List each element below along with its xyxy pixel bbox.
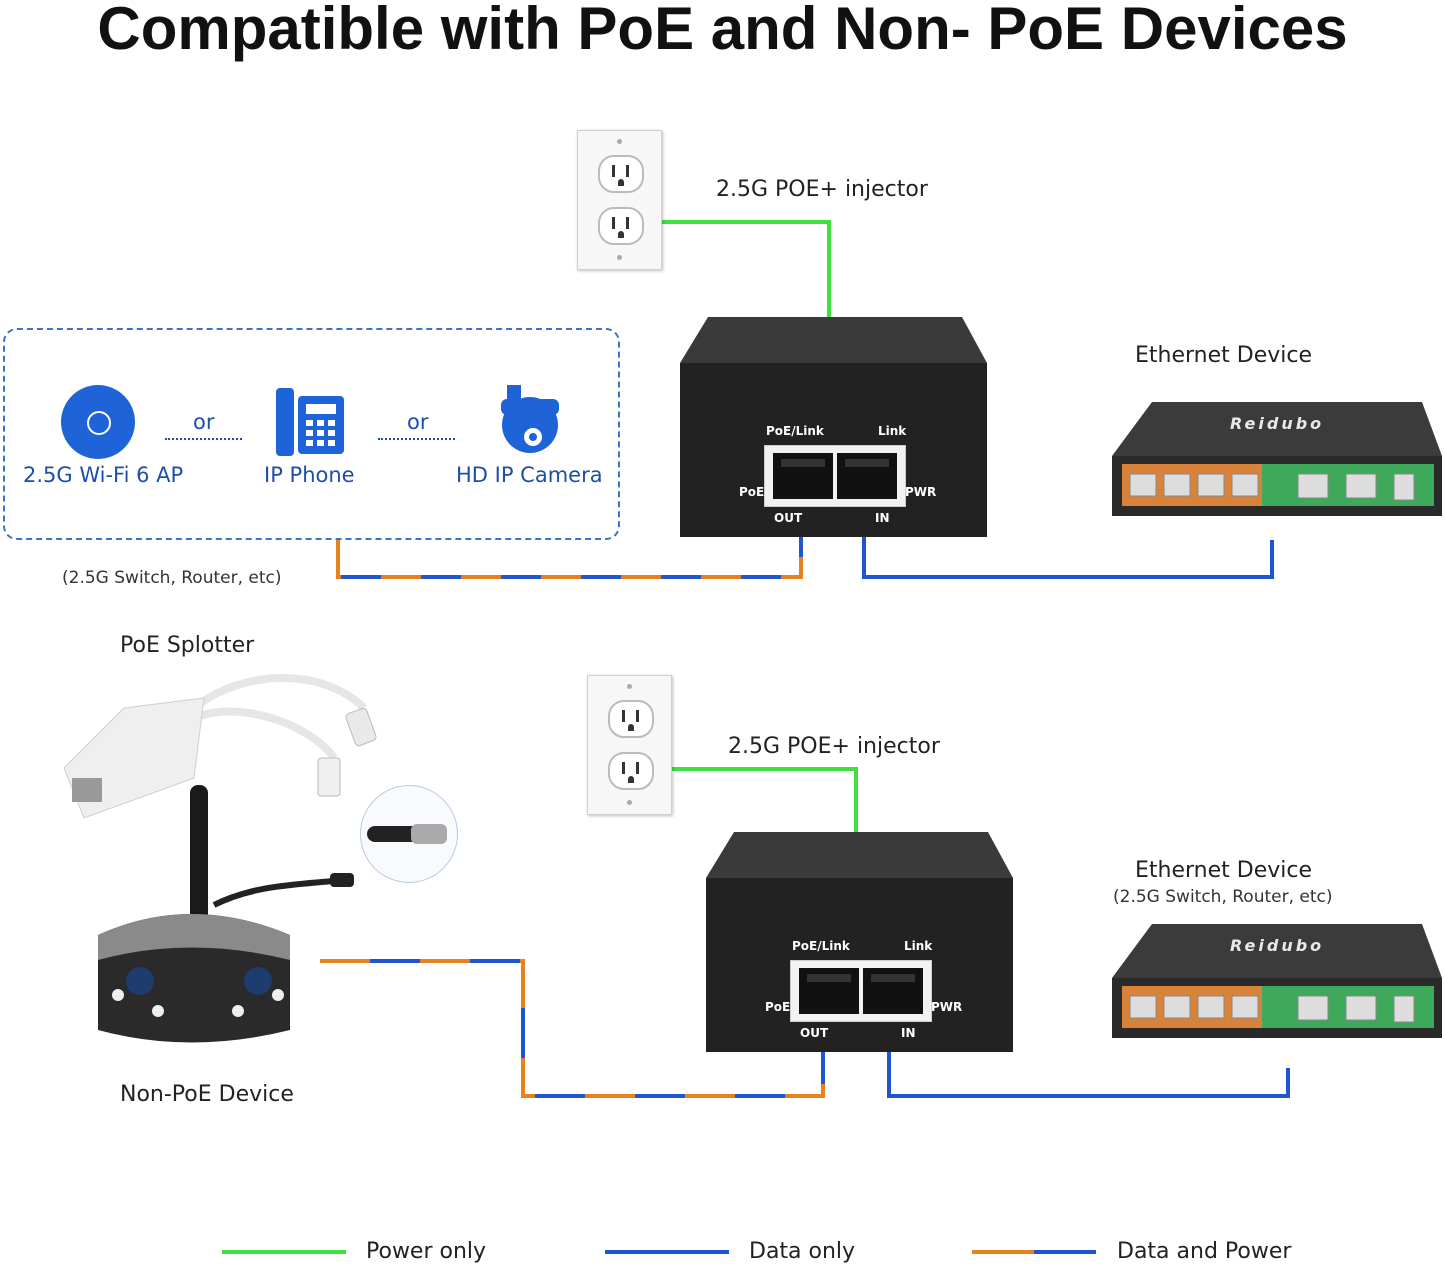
- injector-label: 2.5G POE+ injector: [728, 734, 940, 759]
- legend-data-label: Data only: [749, 1239, 856, 1264]
- rj45-out-port: [799, 968, 859, 1014]
- poe-link-label: PoE/Link: [792, 939, 850, 953]
- poe-injector: PoE/Link Link PoE PWR OUT IN: [680, 317, 987, 537]
- switch-note: (2.5G Switch, Router, etc): [62, 568, 282, 588]
- bottom-data-line: [887, 1010, 1290, 1098]
- poe-led-label: PoE: [765, 1000, 791, 1014]
- pwr-led-label: PWR: [931, 1000, 963, 1014]
- injector-label: 2.5G POE+ injector: [716, 177, 928, 202]
- pwr-led-label: PWR: [905, 485, 937, 499]
- port-panel: [790, 960, 932, 1022]
- ethernet-device-label: Ethernet Device: [1135, 343, 1312, 368]
- non-poe-camera: [94, 785, 362, 1050]
- in-label: IN: [875, 511, 890, 525]
- wifi-ap-icon: [61, 385, 135, 459]
- page-title: Compatible with PoE and Non- PoE Devices: [97, 0, 1348, 62]
- ethernet-switch: Reidubo: [1112, 400, 1442, 516]
- ip-camera-label: HD IP Camera: [456, 463, 603, 487]
- rj45-in-port: [863, 968, 923, 1014]
- ethernet-device-sublabel: (2.5G Switch, Router, etc): [1113, 887, 1333, 907]
- splitter-label: PoE Splotter: [120, 633, 255, 658]
- wall-outlet: [587, 675, 672, 815]
- bottom-data-power-line: [320, 959, 825, 1098]
- ip-phone-icon: [276, 388, 346, 458]
- brand-logo: Reidubo: [1230, 936, 1325, 955]
- link-label: Link: [904, 939, 933, 953]
- legend-power-label: Power only: [366, 1239, 487, 1264]
- top-power-line: [660, 220, 831, 318]
- ethernet-device-label: Ethernet Device: [1135, 858, 1312, 883]
- link-label: Link: [878, 424, 907, 438]
- ip-phone-label: IP Phone: [264, 463, 355, 487]
- poe-splitter: [63, 668, 394, 828]
- bottom-power-line: [622, 767, 858, 832]
- dotted-separator: [165, 438, 242, 440]
- poe-device-group: [3, 328, 620, 540]
- rj45-in-port: [837, 453, 897, 499]
- brand-logo: Reidubo: [1230, 414, 1325, 433]
- connector-detail: [360, 785, 458, 883]
- wall-outlet: [577, 130, 662, 270]
- ip-camera-icon: [497, 385, 563, 461]
- or-label-2: or: [407, 410, 429, 434]
- poe-link-label: PoE/Link: [766, 424, 824, 438]
- poe-injector: PoE/Link Link PoE PWR OUT IN: [706, 832, 1013, 1052]
- port-panel: [764, 445, 906, 507]
- out-label: OUT: [800, 1026, 829, 1040]
- wifi-ap-label: 2.5G Wi-Fi 6 AP: [23, 463, 184, 487]
- dotted-separator: [378, 438, 455, 440]
- or-label-1: or: [193, 410, 215, 434]
- out-label: OUT: [774, 511, 803, 525]
- poe-led-label: PoE: [739, 485, 765, 499]
- non-poe-label: Non-PoE Device: [120, 1082, 294, 1107]
- in-label: IN: [901, 1026, 916, 1040]
- ethernet-switch: Reidubo: [1112, 922, 1442, 1038]
- rj45-out-port: [773, 453, 833, 499]
- legend-data-power-label: Data and Power: [1117, 1239, 1292, 1264]
